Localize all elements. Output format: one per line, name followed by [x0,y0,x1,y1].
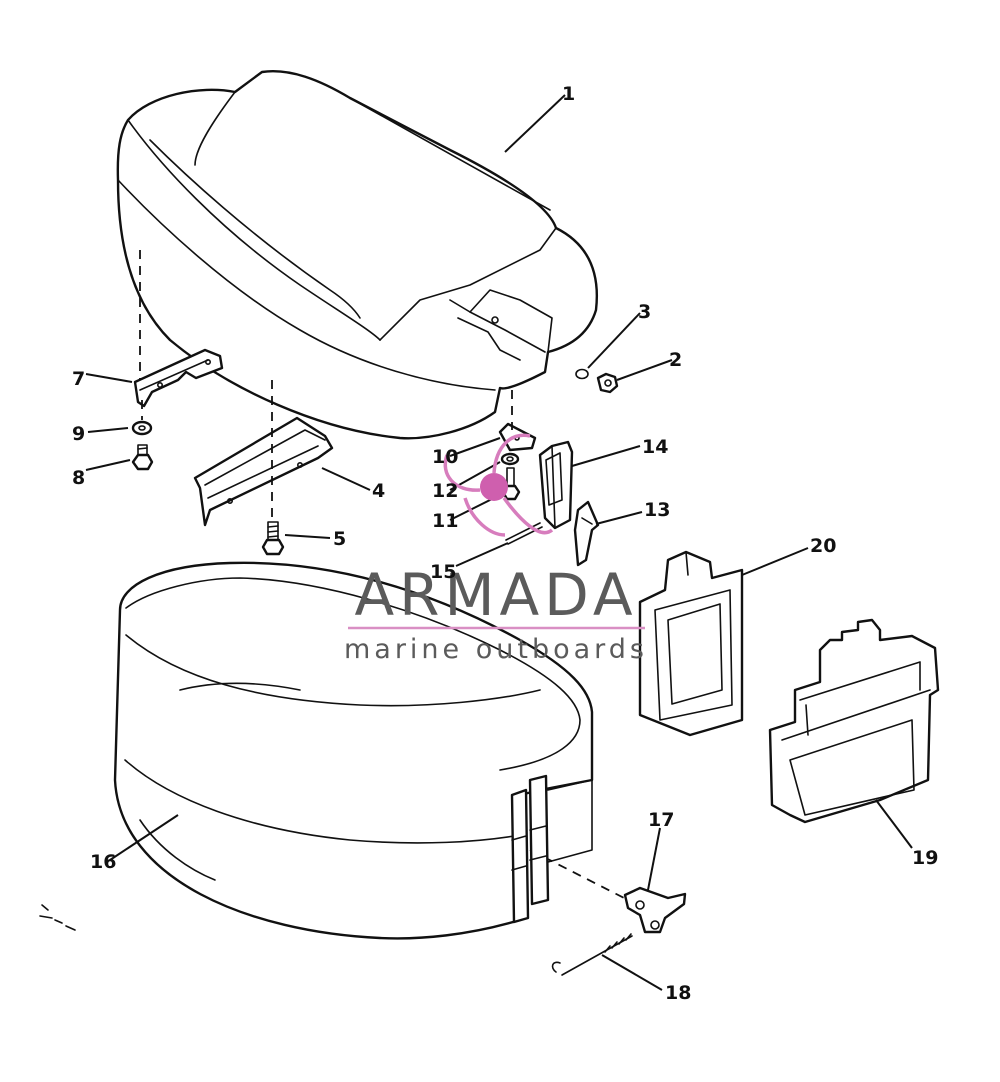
part-9-washer [131,420,153,436]
part-20-seal-frame [638,550,744,737]
watermark-tagline: marine outboards [344,634,648,665]
callout-12: 12 [432,480,458,502]
callout-1: 1 [562,83,575,105]
watermark-logo [443,433,554,537]
callout-18: 18 [665,982,691,1004]
part-5-screw [261,521,285,556]
callout-labels: 1 2 3 4 5 7 8 9 10 11 12 13 14 15 16 17 … [72,83,938,1004]
callout-4: 4 [372,480,385,502]
part-16-lower-cowl-wrap [113,561,594,940]
callout-17: 17 [648,809,674,831]
callout-15: 15 [430,561,456,583]
part-1-top-cowl [116,70,598,440]
callout-11: 11 [432,510,458,532]
callout-16: 16 [90,851,116,873]
callout-14: 14 [642,436,668,458]
part-3-lock-washer [575,368,589,380]
part-19-rear-seal-plate [768,618,940,824]
part-17-latch [623,886,687,934]
callout-9: 9 [72,423,85,445]
callout-5: 5 [333,528,346,550]
callout-7: 7 [72,368,85,390]
callout-13: 13 [644,499,670,521]
part-7-bracket [133,348,224,408]
part-12-washer [500,452,520,466]
callout-2: 2 [669,349,682,371]
leader-lines [85,94,913,991]
watermark-brand: ARMADA [354,561,637,629]
part-15-pin [505,522,543,545]
part-14-latch-bracket [538,440,574,530]
callout-8: 8 [72,467,85,489]
callout-3: 3 [638,301,651,323]
part-2-nut [596,372,619,394]
callout-10: 10 [432,446,458,468]
callout-20: 20 [810,535,836,557]
part-4-bracket-plate [193,416,334,527]
part-18-spring-rod [551,933,633,976]
part-8-screw [131,444,154,471]
scan-specks [39,904,76,931]
callout-19: 19 [912,847,938,869]
part-13-latch-hook [573,500,600,567]
